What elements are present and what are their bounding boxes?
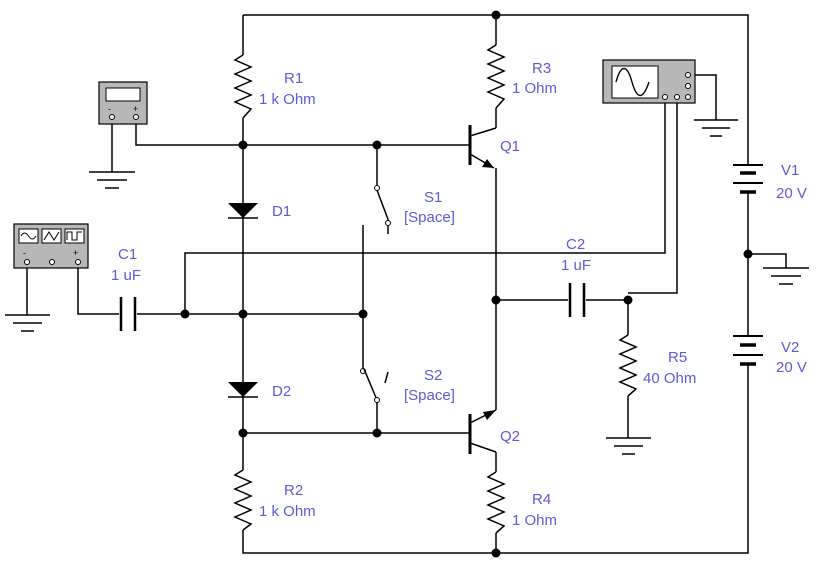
sine-wave-icon <box>615 67 650 97</box>
r1-name: R1 <box>284 70 303 87</box>
transistor-q1[interactable]: Q1 <box>468 125 520 169</box>
diode-d1[interactable]: D1 <box>228 195 291 220</box>
function-generator-instrument[interactable]: - + <box>13 223 89 269</box>
d2-name: D2 <box>272 383 291 400</box>
s2-key: [Space] <box>404 387 455 404</box>
switch-s2[interactable]: S2 [Space] <box>360 367 455 404</box>
ground-icon-multimeter <box>89 171 135 189</box>
multimeter-minus-label: - <box>108 104 111 114</box>
junctions <box>180 10 753 558</box>
resistor-r1[interactable]: R1 1 k Ohm <box>233 54 316 119</box>
q1-name: Q1 <box>500 138 520 155</box>
resistor-r3[interactable]: R3 1 Ohm <box>486 44 557 109</box>
ground-icon-load <box>606 437 651 455</box>
r4-name: R4 <box>532 491 551 508</box>
d1-name: D1 <box>272 203 291 220</box>
c2-name: C2 <box>566 236 585 253</box>
r1-value: 1 k Ohm <box>259 91 316 108</box>
ground-icon-generator <box>5 314 50 332</box>
battery-v1[interactable]: V1 20 V <box>733 162 807 202</box>
r3-name: R3 <box>532 60 551 77</box>
ground-icon-scope <box>694 119 738 137</box>
resistor-r4[interactable]: R4 1 Ohm <box>486 471 557 534</box>
s1-name: S1 <box>424 189 442 206</box>
multimeter-plus-label: + <box>133 104 138 114</box>
r2-name: R2 <box>284 482 303 499</box>
s1-key: [Space] <box>404 209 455 226</box>
multimeter-instrument[interactable]: - + <box>98 81 148 125</box>
transistor-q2[interactable]: Q2 <box>468 395 520 454</box>
multimeter-display <box>105 87 141 102</box>
generator-minus-label: - <box>23 248 26 258</box>
c2-value: 1 uF <box>561 257 591 274</box>
oscilloscope-instrument[interactable] <box>602 59 696 104</box>
square-wave-icon <box>64 228 85 244</box>
v2-value: 20 V <box>776 359 807 376</box>
q2-name: Q2 <box>500 428 520 445</box>
ground-icon-battery <box>763 267 809 285</box>
r2-value: 1 k Ohm <box>259 503 316 520</box>
diode-d2[interactable]: D2 <box>228 375 291 400</box>
r5-value: 40 Ohm <box>643 370 696 387</box>
battery-v2[interactable]: V2 20 V <box>733 335 807 376</box>
generator-plus-label: + <box>73 248 78 258</box>
oscilloscope-screen <box>611 65 659 99</box>
s2-name: S2 <box>424 367 442 384</box>
r5-name: R5 <box>668 349 687 366</box>
r4-value: 1 Ohm <box>512 512 557 529</box>
wires <box>26 14 787 554</box>
c1-name: C1 <box>118 246 137 263</box>
v1-name: V1 <box>781 162 799 179</box>
resistor-r2[interactable]: R2 1 k Ohm <box>233 469 316 531</box>
switch-s1[interactable]: S1 [Space] <box>374 185 455 227</box>
v1-value: 20 V <box>776 185 807 202</box>
resistor-r5[interactable]: R5 40 Ohm <box>618 334 696 397</box>
c1-value: 1 uF <box>111 267 141 284</box>
v2-name: V2 <box>781 339 799 356</box>
capacitor-c1[interactable]: C1 1 uF <box>111 246 141 331</box>
capacitor-c2[interactable]: C2 1 uF <box>561 236 591 317</box>
r3-value: 1 Ohm <box>512 80 557 97</box>
